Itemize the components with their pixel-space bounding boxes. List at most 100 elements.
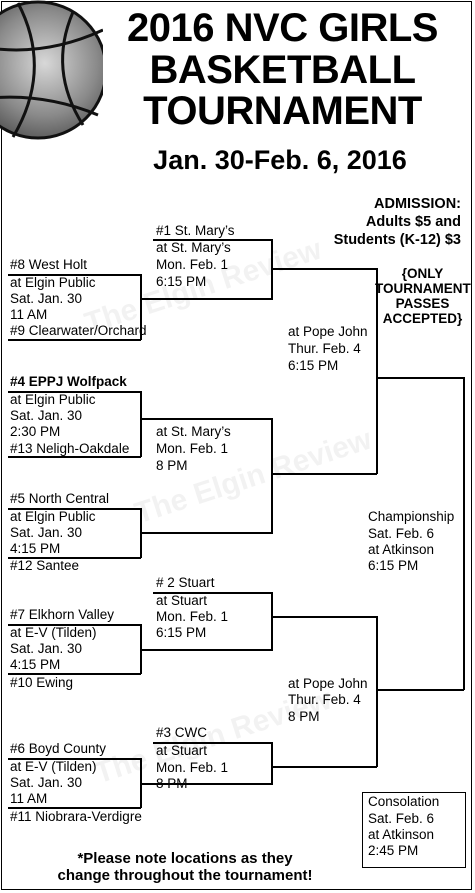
team-top: #5 North Central — [10, 491, 110, 506]
bracket-line — [8, 508, 141, 510]
consolation-time: 2:45 PM — [368, 843, 419, 858]
bracket-line — [141, 532, 273, 534]
bracket-line — [271, 742, 273, 784]
game-site: at Stuart — [156, 743, 208, 758]
title-line-2: BASKETBALL — [149, 48, 416, 92]
basketball-icon — [0, 0, 103, 140]
consolation-box — [362, 792, 466, 868]
game-date: Mon. Feb. 1 — [156, 257, 229, 272]
game-time: 6:15 PM — [156, 274, 207, 289]
footer-note: *Please note locations as they change th… — [10, 850, 360, 884]
passes-line-3: PASSES — [395, 296, 450, 311]
game-time: 11 AM — [10, 791, 48, 806]
game-time: 8 PM — [156, 458, 188, 473]
bracket-line — [153, 239, 272, 241]
bracket-line — [141, 298, 273, 300]
game-date: Mon. Feb. 1 — [156, 441, 229, 456]
team-bottom: #13 Neligh-Oakdale — [10, 441, 130, 456]
bracket-line — [140, 274, 142, 340]
game-date: Sat. Jan. 30 — [10, 408, 83, 423]
bracket-line — [463, 377, 465, 690]
game-time: 6:15 PM — [156, 625, 207, 640]
team-top: #7 Elkhorn Valley — [10, 607, 115, 622]
passes-line-1: {ONLY — [401, 266, 444, 281]
title-line-1: 2016 NVC GIRLS — [127, 6, 438, 50]
game-site: at Stuart — [156, 593, 208, 608]
bracket-line — [140, 508, 142, 558]
bracket-line — [140, 391, 142, 457]
game-time: 4:15 PM — [10, 541, 61, 556]
team-bottom: #10 Ewing — [10, 675, 74, 690]
championship-date: Sat. Feb. 6 — [368, 526, 435, 541]
game-site: at Elgin Public — [10, 275, 96, 290]
bracket-line — [153, 592, 272, 594]
championship-site: at Atkinson — [368, 542, 435, 557]
game-date: Mon. Feb. 1 — [156, 760, 229, 775]
seed-team: #1 St. Mary’s — [156, 223, 235, 238]
game-date: Mon. Feb. 1 — [156, 609, 229, 624]
team-bottom: #12 Santee — [10, 558, 80, 573]
bracket-line — [141, 649, 273, 651]
consolation-date: Sat. Feb. 6 — [368, 811, 435, 826]
bracket-line — [8, 274, 141, 276]
game-time: 11 AM — [10, 307, 48, 322]
tournament-dates: Jan. 30-Feb. 6, 2016 — [153, 145, 407, 175]
game-site: at Pope John — [288, 676, 368, 691]
passes-note: {ONLY TOURNAMENT PASSES ACCEPTED} — [375, 266, 471, 326]
bracket-line — [8, 391, 141, 393]
bracket-line — [8, 339, 141, 341]
bracket-line — [153, 742, 272, 744]
game-time: 2:30 PM — [10, 424, 61, 439]
bracket-line — [376, 689, 464, 691]
bracket-line — [8, 557, 141, 559]
game-time: 8 PM — [288, 709, 320, 724]
bracket-line — [376, 616, 378, 767]
consolation-label: Consolation — [368, 794, 440, 809]
seed-team: # 2 Stuart — [156, 575, 215, 590]
passes-line-4: ACCEPTED} — [382, 311, 463, 326]
admission-info: ADMISSION: Adults $5 and Students (K-12)… — [334, 195, 461, 249]
bracket-line — [141, 418, 273, 420]
footer-line-1: *Please note locations as they — [77, 850, 293, 867]
championship-time: 6:15 PM — [368, 558, 419, 573]
bracket-line — [140, 758, 142, 808]
bracket-line — [8, 624, 141, 626]
game-site: at St. Mary’s — [156, 240, 231, 255]
game-site: at Elgin Public — [10, 392, 96, 407]
game-date: Sat. Jan. 30 — [10, 641, 83, 656]
game-date: Sat. Jan. 30 — [10, 775, 83, 790]
title-line-3: TOURNAMENT — [143, 89, 422, 133]
game-site: at Elgin Public — [10, 509, 96, 524]
admission-adults: Adults $5 and — [365, 214, 461, 230]
game-date: Sat. Jan. 30 — [10, 525, 83, 540]
game-date: Thur. Feb. 4 — [288, 692, 361, 707]
admission-heading: ADMISSION: — [374, 196, 461, 212]
team-top: #6 Boyd County — [10, 741, 107, 756]
consolation-site: at Atkinson — [368, 827, 435, 842]
bracket-line — [8, 758, 141, 760]
game-date: Sat. Jan. 30 — [10, 291, 83, 306]
game-time: 4:15 PM — [10, 657, 61, 672]
bracket-line — [8, 673, 141, 675]
bracket-line — [272, 616, 377, 618]
bracket-line — [141, 783, 273, 785]
bracket-line — [272, 268, 377, 270]
game-site: at E-V (Tilden) — [10, 625, 97, 640]
bracket-line — [140, 624, 142, 674]
passes-line-2: TOURNAMENT — [375, 281, 471, 296]
game-time: 6:15 PM — [288, 358, 339, 373]
game-date: Thur. Feb. 4 — [288, 341, 361, 356]
game-site: at E-V (Tilden) — [10, 759, 97, 774]
bracket-line — [271, 418, 273, 533]
seed-team: #3 CWC — [156, 725, 208, 740]
team-bottom: #9 Clearwater/Orchard — [10, 323, 147, 338]
bracket-line — [376, 268, 378, 474]
bracket-line — [8, 807, 141, 809]
bracket-line — [376, 377, 464, 379]
team-top: #4 EPPJ Wolfpack — [10, 374, 127, 389]
team-top: #8 West Holt — [10, 257, 88, 272]
bracket-line — [8, 456, 141, 458]
game-site: at St. Mary’s — [156, 424, 231, 439]
admission-students: Students (K-12) $3 — [333, 232, 461, 248]
